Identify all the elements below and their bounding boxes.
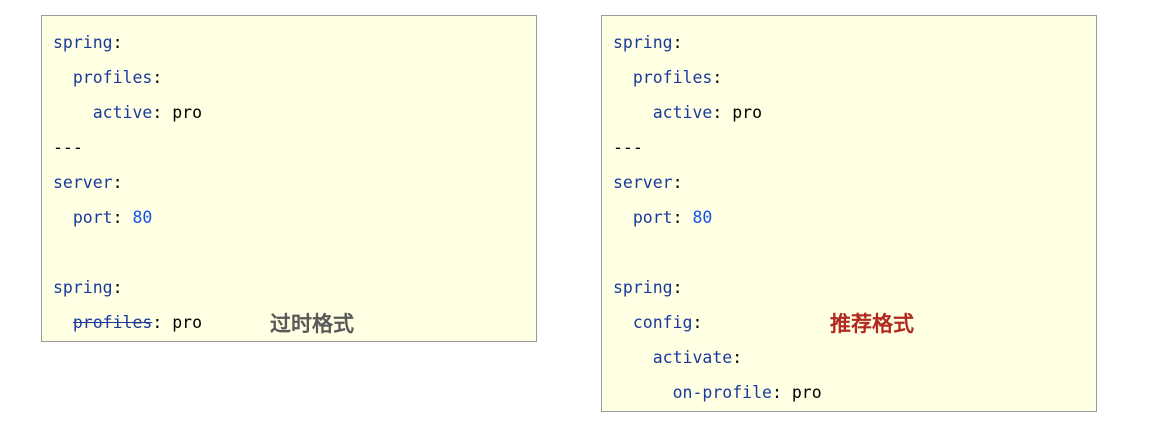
colon: : — [692, 313, 703, 332]
code-line: profiles: pro — [53, 313, 536, 348]
yaml-value: pro — [162, 313, 203, 332]
colon: : — [112, 33, 123, 52]
deprecated-format-label: 过时格式 — [270, 312, 354, 336]
colon: : — [112, 208, 123, 227]
code-line: port: 80 — [53, 208, 536, 243]
code-line: profiles: — [613, 68, 1096, 103]
yaml-value: --- — [53, 138, 83, 157]
colon: : — [712, 68, 723, 87]
yaml-key: profiles — [72, 313, 153, 332]
indent — [53, 313, 73, 332]
indent — [613, 348, 653, 367]
yaml-value: 80 — [122, 208, 153, 227]
yaml-key: spring — [613, 278, 673, 297]
indent — [53, 208, 73, 227]
yaml-key: activate — [652, 348, 733, 367]
colon: : — [112, 278, 123, 297]
indent — [613, 313, 633, 332]
indent — [53, 68, 73, 87]
code-line — [613, 243, 1096, 278]
code-line: profiles: — [53, 68, 536, 103]
indent — [613, 103, 653, 122]
code-line: active: pro — [53, 103, 536, 138]
code-line: spring: — [613, 33, 1096, 68]
colon: : — [152, 103, 163, 122]
yaml-value: --- — [613, 138, 643, 157]
code-line: spring: — [53, 278, 536, 313]
code-line: spring: — [53, 33, 536, 68]
indent — [53, 103, 93, 122]
yaml-key: server — [613, 173, 673, 192]
colon: : — [112, 173, 123, 192]
code-line: activate: — [613, 348, 1096, 383]
indent — [613, 208, 633, 227]
code-line: port: 80 — [613, 208, 1096, 243]
colon: : — [732, 348, 743, 367]
colon: : — [152, 313, 163, 332]
recommended-format-label: 推荐格式 — [830, 312, 914, 336]
yaml-key: profiles — [72, 68, 153, 87]
yaml-key: server — [53, 173, 113, 192]
code-line: --- — [613, 138, 1096, 173]
yaml-key: profiles — [632, 68, 713, 87]
yaml-value: pro — [781, 383, 822, 402]
yaml-key: spring — [53, 278, 113, 297]
code-line: server: — [613, 173, 1096, 208]
code-line: on-profile: pro — [613, 383, 1096, 418]
yaml-key: port — [632, 208, 673, 227]
yaml-key: spring — [53, 33, 113, 52]
indent — [613, 383, 673, 402]
code-line: --- — [53, 138, 536, 173]
code-line: server: — [53, 173, 536, 208]
colon: : — [672, 173, 683, 192]
yaml-value: pro — [722, 103, 763, 122]
yaml-key: active — [652, 103, 713, 122]
yaml-key: on-profile — [672, 383, 772, 402]
indent — [613, 68, 633, 87]
yaml-key: config — [632, 313, 693, 332]
colon: : — [771, 383, 782, 402]
code-line — [53, 243, 536, 278]
yaml-value: pro — [162, 103, 203, 122]
yaml-value: 80 — [682, 208, 713, 227]
colon: : — [712, 103, 723, 122]
colon: : — [672, 278, 683, 297]
colon: : — [672, 208, 683, 227]
yaml-key: port — [72, 208, 113, 227]
code-line: config: — [613, 313, 1096, 348]
yaml-key: spring — [613, 33, 673, 52]
code-line: spring: — [613, 278, 1096, 313]
colon: : — [672, 33, 683, 52]
yaml-key: active — [92, 103, 153, 122]
colon: : — [152, 68, 163, 87]
code-line: active: pro — [613, 103, 1096, 138]
